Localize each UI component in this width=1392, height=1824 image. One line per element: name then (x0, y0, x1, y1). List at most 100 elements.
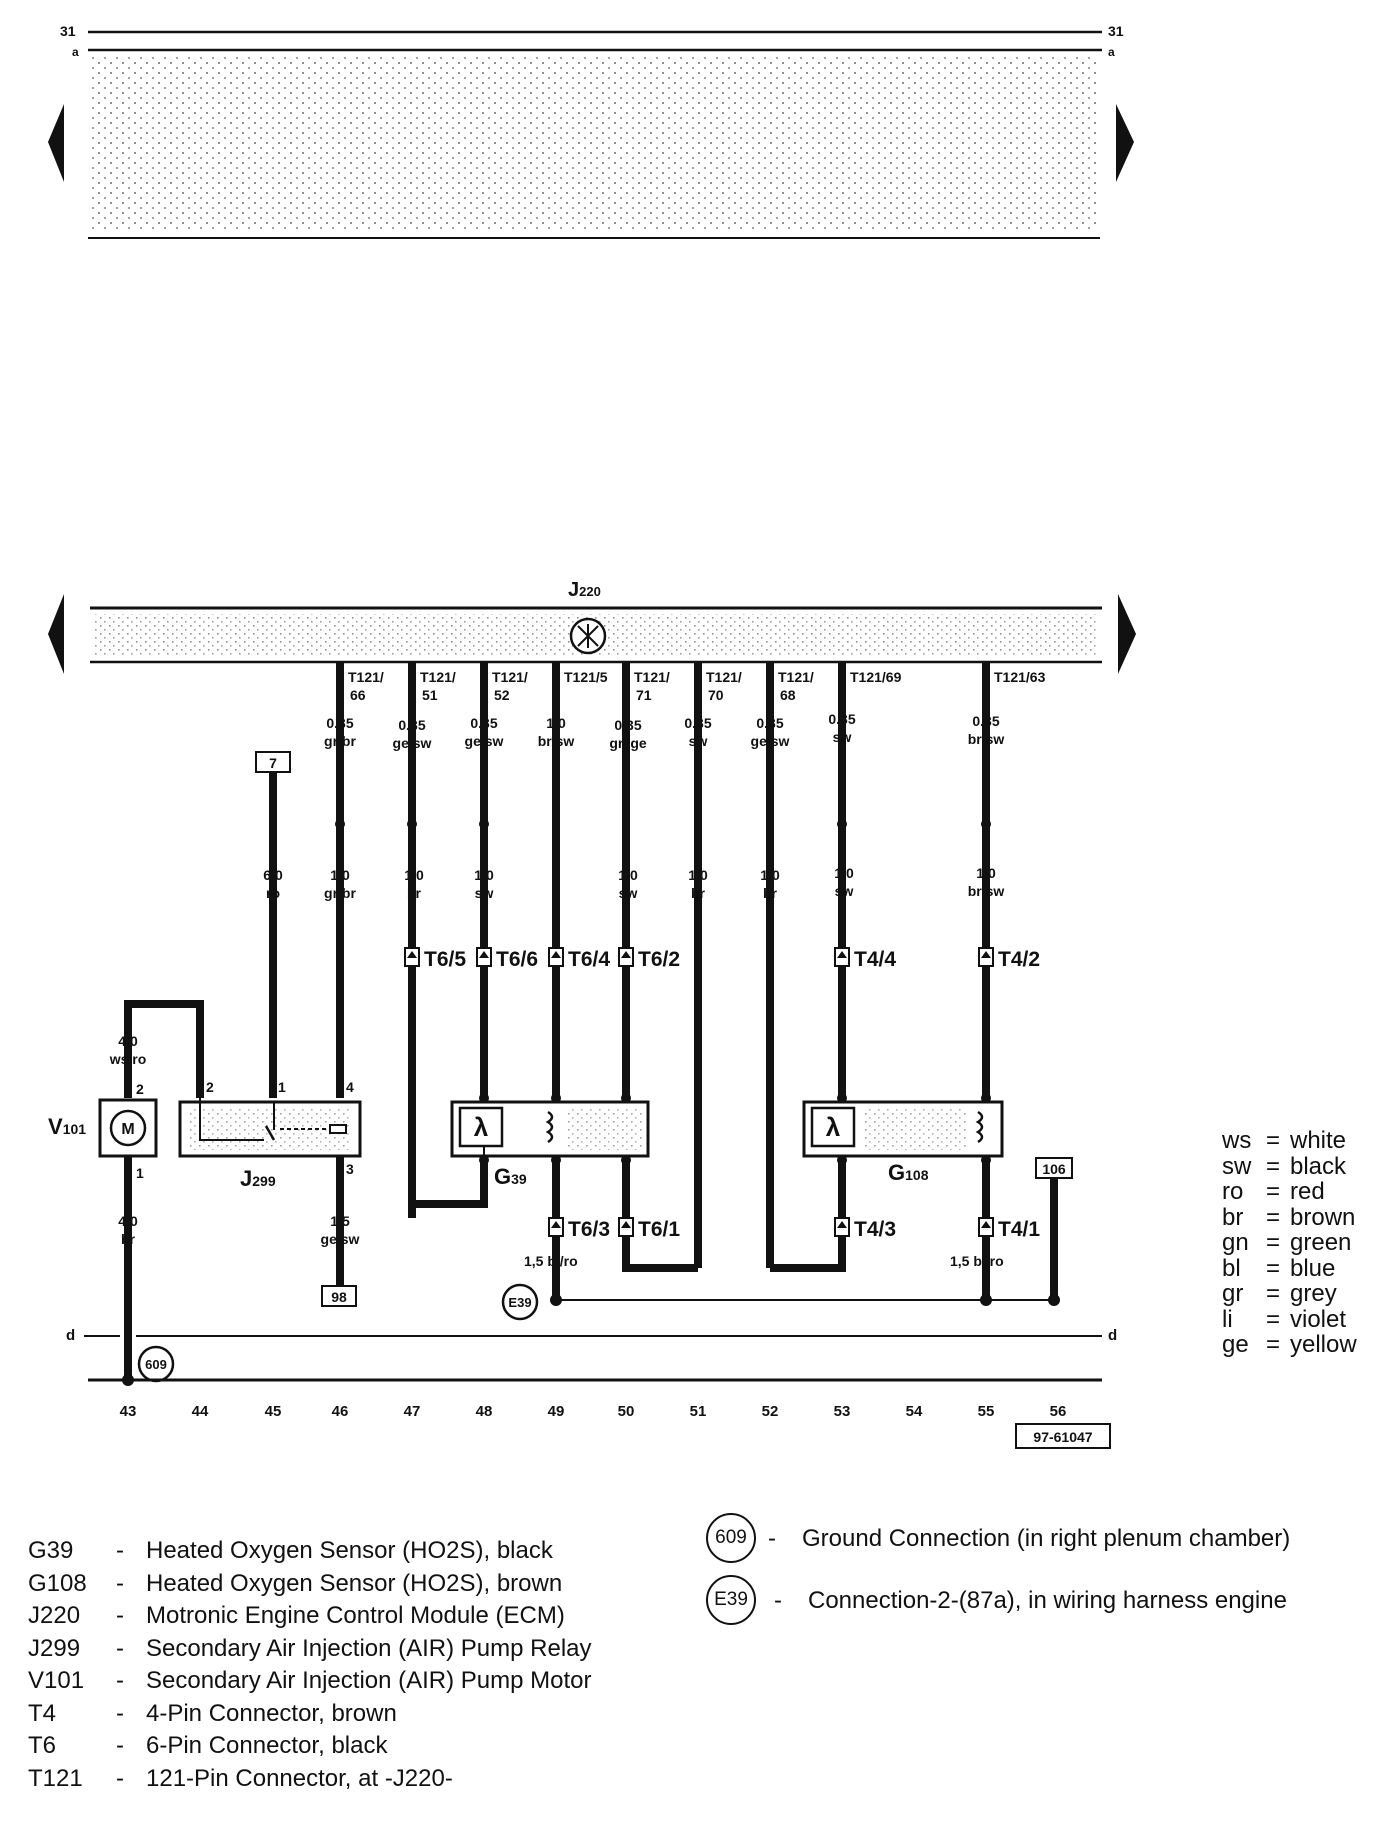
svg-text:7: 7 (269, 755, 277, 771)
svg-text:44: 44 (192, 1403, 209, 1420)
svg-text:T121/: T121/ (492, 669, 528, 685)
svg-text:T121/5: T121/5 (564, 669, 608, 685)
scroll-right-arrow-top (1116, 104, 1134, 182)
svg-text:71: 71 (636, 687, 652, 703)
svg-text:gr/br: gr/br (324, 885, 356, 901)
svg-text:M: M (121, 1121, 134, 1138)
svg-text:0.35: 0.35 (756, 715, 783, 731)
legend-row: G39-Heated Oxygen Sensor (HO2S), black (28, 1537, 553, 1564)
ground-line: d d 609 (66, 1327, 1117, 1386)
scroll-right-arrow (1118, 594, 1136, 674)
component-j299: 2 1 4 3 J299 1,5 ge/sw 98 (178, 1079, 362, 1307)
svg-text:50: 50 (618, 1403, 635, 1420)
color-legend-row: li=violet (1222, 1305, 1347, 1333)
svg-text:68: 68 (780, 687, 796, 703)
svg-text:1.0: 1.0 (330, 867, 350, 883)
wire-50: T121/ 71 0.35 gn/ge 1.0 sw (609, 662, 670, 1112)
top-bus: 31 a 31 a (48, 23, 1134, 239)
svg-text:1: 1 (278, 1079, 286, 1095)
svg-text:ws/ro: ws/ro (109, 1051, 147, 1067)
bus-sub-right: a (1108, 45, 1115, 59)
g108-label: G108 (888, 1160, 929, 1185)
ecm-j220: J220 (48, 579, 1136, 674)
svg-text:ge/sw: ge/sw (321, 1231, 360, 1247)
svg-text:br/sw: br/sw (538, 733, 575, 749)
svg-text:T6/4: T6/4 (568, 948, 610, 971)
svg-text:ge/sw: ge/sw (465, 733, 504, 749)
svg-text:51: 51 (690, 1403, 707, 1420)
ground-legend-row: E39 - Connection-2-(87a), in wiring harn… (706, 1575, 1346, 1629)
svg-text:49: 49 (548, 1403, 565, 1420)
ground-609-icon: 609 (706, 1513, 756, 1563)
svg-text:1.0: 1.0 (976, 865, 996, 881)
svg-text:1,5: 1,5 (330, 1213, 350, 1229)
svg-text:1.0: 1.0 (474, 867, 494, 883)
svg-text:53: 53 (834, 1403, 851, 1420)
legend-row: J220-Motronic Engine Control Module (ECM… (28, 1602, 565, 1629)
svg-text:d: d (66, 1327, 75, 1344)
svg-text:1.0: 1.0 (618, 867, 638, 883)
svg-text:ro: ro (266, 885, 280, 901)
svg-text:54: 54 (906, 1403, 923, 1420)
svg-text:T121/: T121/ (706, 669, 742, 685)
connectors-upper: T6/5 T6/6 T6/4 T6/2 T4/4 T4/2 (404, 947, 1040, 971)
svg-text:E39: E39 (508, 1295, 531, 1310)
svg-text:1: 1 (136, 1165, 144, 1181)
color-legend-row: br=brown (1222, 1203, 1356, 1231)
svg-text:2: 2 (136, 1081, 144, 1097)
svg-text:br/sw: br/sw (968, 883, 1005, 899)
svg-text:sw: sw (833, 729, 852, 745)
heater-icon (975, 1110, 984, 1144)
ground-e39-icon: E39 (706, 1575, 756, 1625)
wire-49: T121/5 1,0 br/sw (538, 662, 608, 1112)
connector-t4-4: T4/4 (834, 947, 896, 971)
svg-text:6,0: 6,0 (263, 867, 283, 883)
svg-text:br: br (121, 1231, 136, 1247)
svg-text:52: 52 (762, 1403, 779, 1420)
svg-text:52: 52 (494, 687, 510, 703)
heater-icon (545, 1110, 554, 1144)
svg-text:98: 98 (331, 1289, 347, 1305)
ground-legend-row: 609 - Ground Connection (in right plenum… (706, 1513, 1346, 1567)
connector-t6-6: T6/6 (476, 947, 538, 971)
svg-text:0.35: 0.35 (470, 715, 497, 731)
svg-text:br: br (407, 885, 422, 901)
svg-text:48: 48 (476, 1403, 493, 1420)
svg-text:T6/2: T6/2 (638, 948, 680, 971)
svg-text:sw: sw (619, 885, 638, 901)
svg-text:1.0: 1.0 (760, 867, 780, 883)
svg-text:T4/2: T4/2 (998, 948, 1040, 971)
svg-text:ge/sw: ge/sw (393, 735, 432, 751)
ref-box-98 (321, 1285, 357, 1307)
svg-text:T121/: T121/ (634, 669, 670, 685)
svg-text:66: 66 (350, 687, 366, 703)
component-g108: λ G108 (802, 1100, 1004, 1185)
ecm-label: J220 (568, 579, 601, 601)
connector-t6-4: T6/4 (548, 947, 610, 971)
color-legend-row: gn=green (1222, 1229, 1352, 1256)
svg-text:T4/4: T4/4 (854, 948, 896, 971)
wire-color-legend: ws=white sw=black ro=red br=brown gn=gre… (1222, 1128, 1357, 1358)
ground-e39-icon (501, 1283, 539, 1321)
color-legend-row: ge=yellow (1222, 1331, 1357, 1358)
svg-text:4,0: 4,0 (118, 1033, 138, 1049)
drawing-number-box (1015, 1423, 1111, 1449)
j299-label: J299 (240, 1166, 276, 1191)
connector-t6-5: T6/5 (404, 947, 466, 971)
wire-46: T121/ 66 0.35 gr/br 1.0 gr/br (324, 662, 384, 1098)
svg-text:0.35: 0.35 (828, 711, 855, 727)
legend-row: T121-121-Pin Connector, at -J220- (28, 1764, 453, 1792)
bus-sub-left: a (72, 45, 79, 59)
legend-row: G108-Heated Oxygen Sensor (HO2S), brown (28, 1569, 563, 1597)
connector-t4-2: T4/2 (978, 947, 1040, 971)
heater-feed-line: 1,5 bl/ro 1,5 bl/ro E39 (501, 1253, 1060, 1321)
svg-text:gr/br: gr/br (324, 733, 356, 749)
svg-text:br: br (763, 885, 778, 901)
svg-text:T121/: T121/ (420, 669, 456, 685)
svg-text:ge/sw: ge/sw (751, 733, 790, 749)
component-v101: V101 M 2 1 4,0 br (48, 1081, 158, 1380)
svg-text:sw: sw (689, 733, 708, 749)
svg-text:T121/63: T121/63 (994, 669, 1046, 685)
wire-motor-top: 4,0 ws/ro (109, 1000, 204, 1098)
